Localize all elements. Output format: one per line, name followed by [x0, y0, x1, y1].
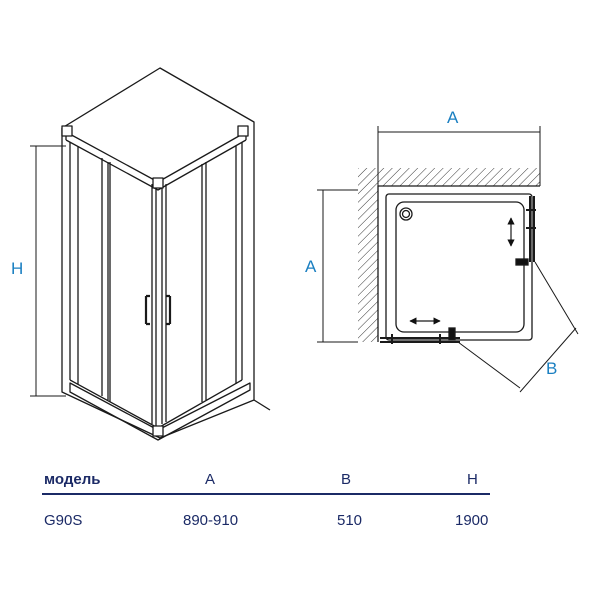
plan-tray-outer [385, 193, 533, 341]
corner-cap-right [237, 125, 249, 137]
height-dimension-line [30, 145, 66, 397]
right-handle-icon [515, 258, 529, 266]
plan-view [317, 126, 579, 393]
plan-depth-label: A [305, 257, 317, 276]
bottom-door-stop [391, 334, 441, 344]
bottom-handle-icon [448, 327, 456, 341]
back-wall-outline [61, 67, 255, 439]
plan-door-dimension [457, 261, 579, 393]
drain-inner-icon [401, 209, 411, 219]
plan-tray-inner [395, 201, 525, 333]
plan-width-dimension [377, 126, 541, 186]
right-door-stop [526, 209, 536, 229]
right-door-handle-icon [166, 294, 172, 326]
floor-corner [253, 399, 271, 411]
plan-door-label: B [546, 359, 557, 378]
left-fixed-panel [69, 142, 109, 400]
corner-cap-bottom [152, 425, 164, 437]
right-sliding-door [161, 164, 203, 424]
corner-cap-left [61, 125, 73, 137]
right-fixed-panel [205, 142, 243, 400]
left-sliding-door [109, 162, 157, 426]
plan-depth-dimension [317, 189, 358, 343]
corner-cap-center [152, 177, 164, 189]
plan-width-label: A [447, 108, 459, 127]
left-door-handle-icon [144, 294, 150, 326]
bottom-door-rail [380, 337, 460, 343]
height-label: H [11, 259, 23, 278]
perspective-view [30, 67, 271, 441]
drain-icon [399, 207, 413, 221]
